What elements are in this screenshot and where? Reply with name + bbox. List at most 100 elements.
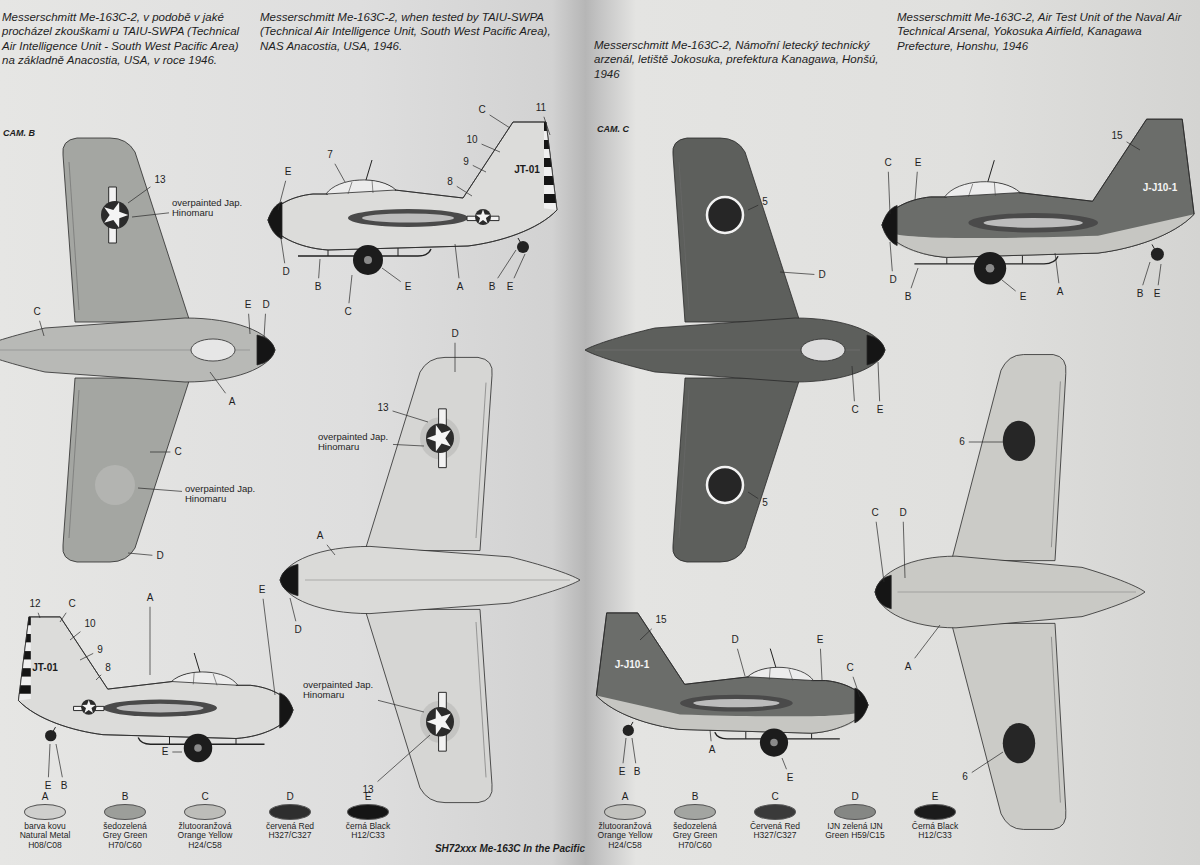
wing xyxy=(365,609,492,802)
wing-fairing-panel xyxy=(116,704,203,713)
legend-text: červená Red H327/C327 xyxy=(258,822,322,841)
legend-letter: D xyxy=(285,791,294,803)
legend-text: šedozelená Grey Green H70/C60 xyxy=(93,822,157,850)
rudder-stripe xyxy=(544,140,560,149)
callout-label: 5 xyxy=(761,196,769,208)
hinomaru xyxy=(1003,421,1035,461)
legend-swatch xyxy=(834,804,876,820)
leader-line xyxy=(128,553,152,555)
legend-item: šedozelená Grey Green H70/C60 xyxy=(663,804,727,850)
leader-line xyxy=(150,607,151,675)
legend-swatch xyxy=(104,804,146,820)
callout-label: 12 xyxy=(28,598,41,610)
callout-label: D xyxy=(281,266,290,278)
callout-label: E xyxy=(44,780,53,792)
fuselage xyxy=(280,546,580,613)
wing xyxy=(673,138,800,322)
rudder-stripe xyxy=(16,625,31,634)
leader-line xyxy=(263,599,275,695)
callout-label: E xyxy=(618,766,627,778)
leader-line xyxy=(455,244,459,278)
wheel-hub xyxy=(986,264,995,273)
leader-line xyxy=(737,649,745,676)
wing-fairing-panel xyxy=(362,214,454,223)
callout-label: 10 xyxy=(83,618,96,630)
legend-swatch xyxy=(347,804,389,820)
elevon-line xyxy=(1051,637,1060,803)
fuselage-outline xyxy=(596,613,868,733)
rudder-stripe xyxy=(16,651,31,660)
elevon-line xyxy=(69,390,79,538)
main-wheel xyxy=(184,734,213,763)
star-insignia xyxy=(426,692,454,751)
leader-line xyxy=(138,488,182,491)
callout-label: 15 xyxy=(1110,130,1123,142)
aircraft-side-view xyxy=(16,617,293,762)
wing-fairing xyxy=(968,213,1098,232)
fuselage xyxy=(0,318,275,382)
leader-line xyxy=(1055,253,1059,283)
legend-swatch xyxy=(674,804,716,820)
leader-line xyxy=(56,744,62,777)
legend-letter: B xyxy=(121,791,130,803)
leader-line xyxy=(80,653,93,660)
canopy-frame xyxy=(348,180,373,194)
leader-line xyxy=(1158,264,1161,285)
callout-label: 6 xyxy=(961,771,969,783)
rudder-stripe xyxy=(16,634,31,643)
legend-text: barva kovu Natural Metal H08/C08 xyxy=(13,822,77,850)
leader-line xyxy=(96,675,101,680)
leader-line xyxy=(290,598,296,621)
leader-line xyxy=(915,625,940,658)
insignia-star xyxy=(104,202,128,227)
insignia-star xyxy=(82,700,96,713)
callout-label: D xyxy=(730,634,739,646)
leader-line xyxy=(876,522,884,582)
nose-cone xyxy=(875,575,891,609)
legend-letter: B xyxy=(691,791,700,803)
wheel-hub xyxy=(364,256,372,264)
nose-cone xyxy=(867,335,885,365)
leader-line xyxy=(349,275,352,303)
wing xyxy=(63,378,190,562)
legend-letter: E xyxy=(931,791,940,803)
insignia-star xyxy=(476,209,490,223)
aircraft-planform xyxy=(280,357,580,802)
leader-line xyxy=(640,629,652,640)
insignia-star xyxy=(427,708,451,735)
wing-fairing xyxy=(348,209,468,227)
legend-swatch xyxy=(24,804,66,820)
leader-line xyxy=(60,613,66,622)
leader-line xyxy=(128,187,150,203)
callout-label: 8 xyxy=(104,662,112,674)
leader-line xyxy=(393,444,424,446)
leader-line xyxy=(378,735,430,782)
star-insignia xyxy=(426,409,454,468)
leader-line xyxy=(335,164,345,182)
callout-label: 11 xyxy=(535,102,547,114)
leader-line xyxy=(40,321,44,336)
insignia-disc xyxy=(81,700,96,715)
aircraft-side-view xyxy=(882,119,1194,284)
nose-cone xyxy=(280,693,293,728)
callout-label: C xyxy=(343,306,352,318)
fuselage-side xyxy=(268,122,557,250)
rudder-stripe xyxy=(544,203,560,212)
wing-fairing xyxy=(680,695,793,712)
leader-line xyxy=(490,115,510,128)
footer-text: SH72xxx Me-163C In the Pacific xyxy=(435,843,585,855)
callout-label: C xyxy=(845,662,854,674)
callout-label: C xyxy=(870,507,879,519)
legend-item: černá Black H12/C33 xyxy=(336,804,400,841)
scheme-tag: CAM. C xyxy=(597,124,629,134)
leader-line xyxy=(264,314,265,338)
fuselage-side xyxy=(18,617,293,739)
leader-line xyxy=(498,250,516,278)
panel-line xyxy=(305,580,570,581)
insignia-star xyxy=(427,425,451,452)
tail-wheel xyxy=(45,730,56,741)
leader-line xyxy=(782,758,787,769)
callout-label: D xyxy=(817,269,826,281)
wing-fairing xyxy=(103,700,217,717)
